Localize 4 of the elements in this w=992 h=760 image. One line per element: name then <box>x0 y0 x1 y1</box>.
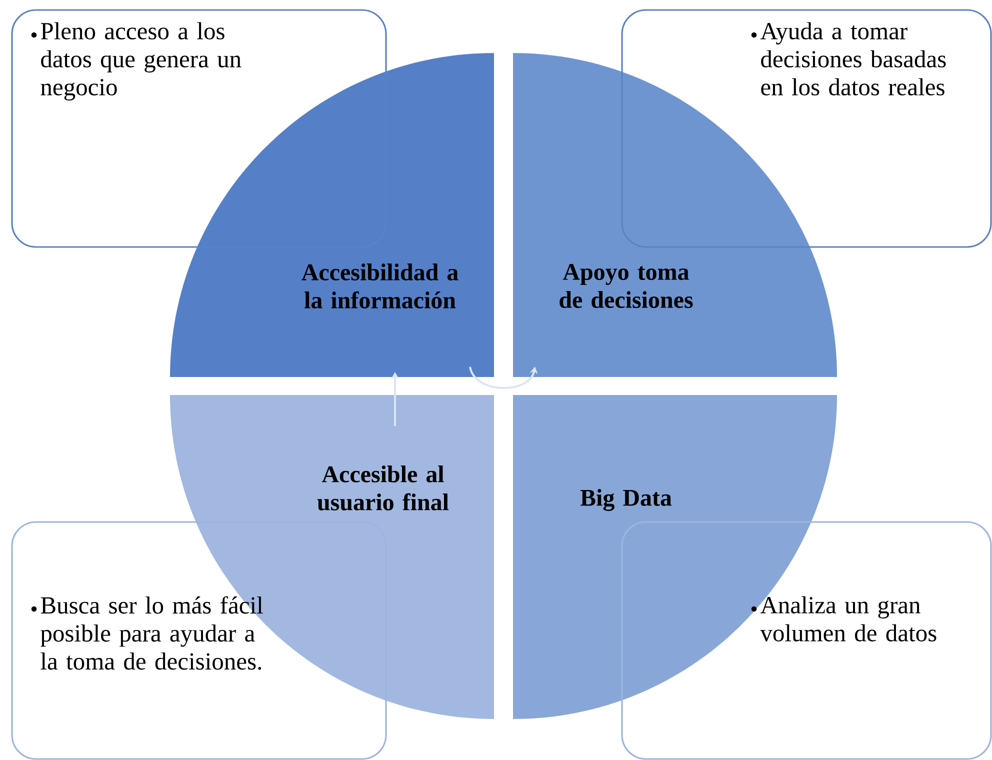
text-box: Pleno acceso a los datos que genera un negocio <box>11 9 387 248</box>
text-box: Analiza un gran volumen de datos <box>621 521 992 760</box>
text-box: Ayuda a tomar decisiones basadas en los datos reales <box>621 9 992 248</box>
text-box: Busca ser lo más fácil posible para ayudar a la toma de decisiones. <box>11 521 387 760</box>
